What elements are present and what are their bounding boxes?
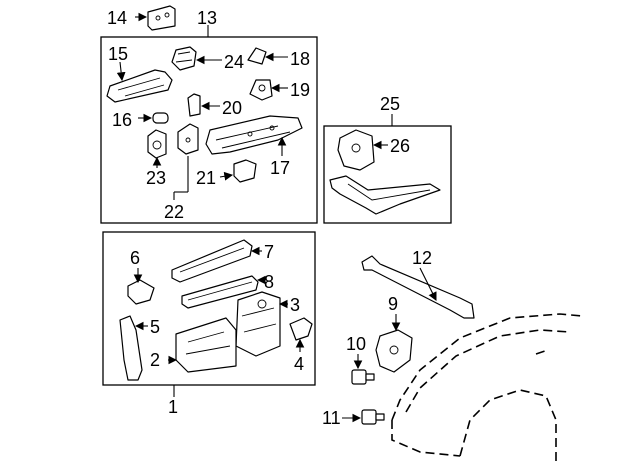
- callout-13: 13: [197, 8, 217, 28]
- part-8-rail: [181, 275, 259, 309]
- part-20-bracket: [187, 93, 201, 117]
- callout-7: 7: [264, 242, 274, 262]
- part-16-plug: [152, 112, 169, 124]
- callout-6: 6: [130, 248, 140, 268]
- leader-lines: [116, 12, 437, 423]
- part-10-bolt: [351, 369, 375, 385]
- fender-outline: [391, 313, 583, 466]
- part-11-bolt: [361, 409, 385, 425]
- group-box-25: [323, 125, 452, 224]
- callout-22: 22: [164, 202, 184, 222]
- callout-21: 21: [196, 168, 216, 188]
- callout-2: 2: [150, 350, 160, 370]
- callout-11: 11: [322, 408, 341, 428]
- callout-10: 10: [346, 334, 366, 354]
- group-box-13: [100, 36, 318, 224]
- callout-3: 3: [290, 295, 300, 315]
- callout-15: 15: [108, 44, 128, 64]
- callout-16: 16: [112, 110, 132, 130]
- group-box-1: [102, 231, 316, 386]
- part-7-rail: [171, 239, 253, 283]
- part-9-bracket: [375, 329, 413, 373]
- callout-17: 17: [270, 158, 290, 178]
- part-22-bracket: [177, 123, 199, 155]
- callout-20: 20: [222, 98, 242, 118]
- callout-4: 4: [294, 354, 304, 374]
- part-25-rail: [329, 175, 441, 215]
- part-5-strut: [119, 315, 143, 381]
- part-18-clip: [247, 47, 267, 65]
- callout-19: 19: [290, 80, 310, 100]
- callout-9: 9: [388, 294, 398, 314]
- part-24-bracket: [171, 46, 197, 71]
- part-3-apron: [235, 291, 281, 357]
- callout-8: 8: [264, 272, 274, 292]
- part-21-cap: [233, 159, 257, 183]
- callout-14: 14: [107, 8, 127, 28]
- callout-5: 5: [150, 317, 160, 337]
- part-23-bracket: [147, 129, 167, 159]
- callout-1: 1: [168, 397, 178, 417]
- part-2-apron: [175, 317, 237, 373]
- callout-23: 23: [146, 168, 166, 188]
- part-19-bracket: [249, 79, 273, 101]
- callout-labels: 14 13 15 24 18 19 20 16 17 21 23 22 25 2…: [107, 8, 432, 428]
- callout-18: 18: [290, 49, 310, 69]
- part-15-rail: [106, 69, 173, 103]
- callout-25: 25: [380, 94, 400, 114]
- part-6-bracket: [127, 279, 155, 305]
- part-17-rail: [205, 115, 303, 155]
- part-12-support-brace: [361, 255, 475, 319]
- part-26-bracket: [337, 129, 375, 171]
- callout-24: 24: [224, 52, 244, 72]
- part-14-bracket: [147, 5, 176, 31]
- callout-26: 26: [390, 136, 410, 156]
- callout-12: 12: [412, 248, 432, 268]
- part-4-cap: [289, 317, 313, 341]
